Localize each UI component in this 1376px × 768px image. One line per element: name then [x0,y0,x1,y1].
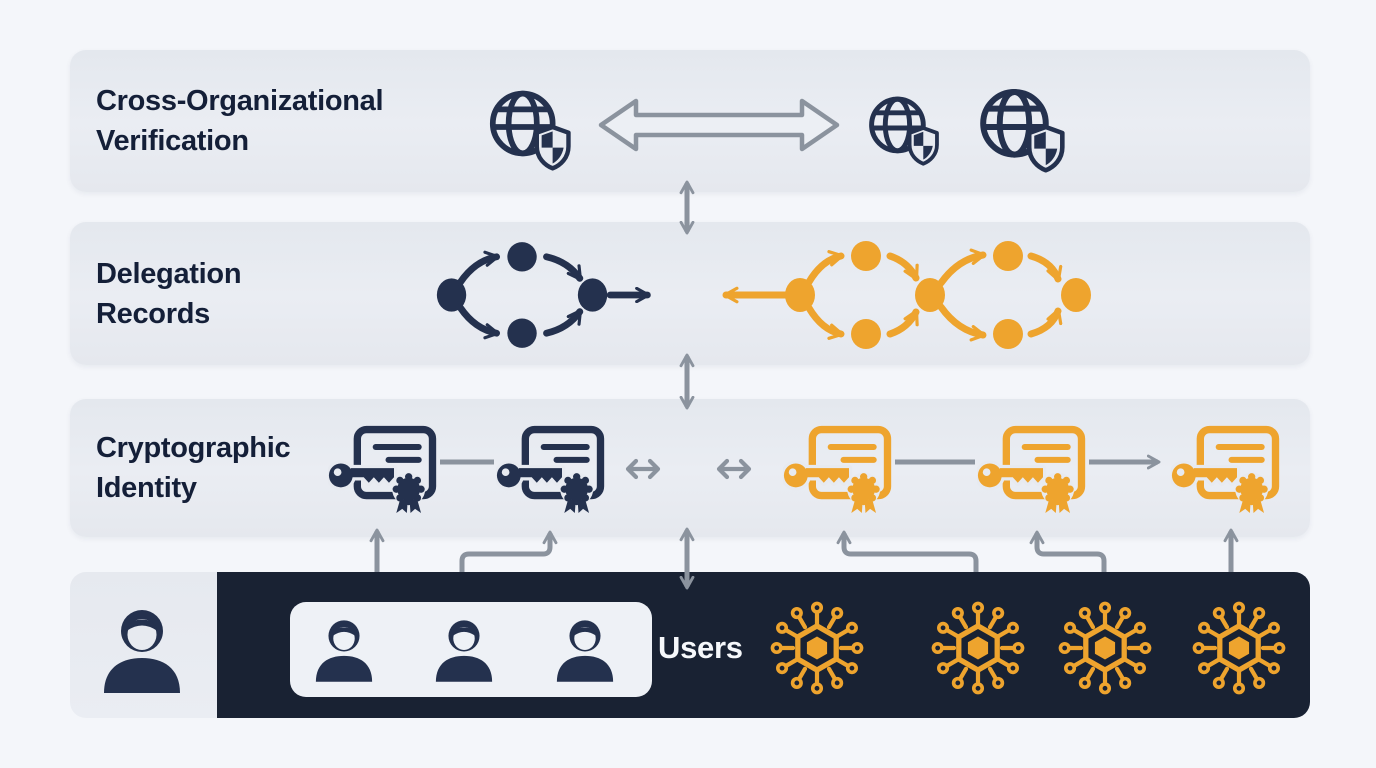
key-certificate-icon [977,423,1087,515]
globe-shield-icon [484,83,572,171]
key-certificate-icon [496,423,606,515]
key-certificate-icon [328,423,438,515]
person-icon [427,610,501,684]
band-title: Cryptographic Identity [96,431,291,504]
circuit-node-icon [1057,600,1153,696]
person-icon [92,596,192,696]
circuit-node-icon [1191,600,1287,696]
band-cross-organizational-verification: Cross-Organizational Verification [70,50,1310,192]
user-to-certificate-elbow-arrow [459,530,558,572]
users-label: Users [658,630,743,665]
bidirectional-arrow-icon [598,98,840,152]
globe-shield-icon [974,81,1066,173]
delegation-chain-icon [722,241,1091,349]
user-to-certificate-elbow-arrow [836,530,979,572]
globe-shield-icon [864,90,940,166]
user-to-certificate-elbow-arrow [1029,530,1107,572]
band-title: Delegation Records [96,257,242,330]
key-certificate-icon [1171,423,1281,515]
exchange-arrow-icon [716,458,752,480]
band-cryptographic-identity: Cryptographic Identity [70,399,1310,537]
person-icon [548,610,622,684]
key-certificate-icon [783,423,893,515]
band-title: Cross-Organizational Verification [96,84,384,157]
exchange-arrow-icon [625,458,661,480]
delegation-cycle-icon [436,242,651,348]
band-delegation-records: Delegation Records [70,222,1310,365]
circuit-node-icon [930,600,1026,696]
circuit-node-icon [769,600,865,696]
person-icon [307,610,381,684]
